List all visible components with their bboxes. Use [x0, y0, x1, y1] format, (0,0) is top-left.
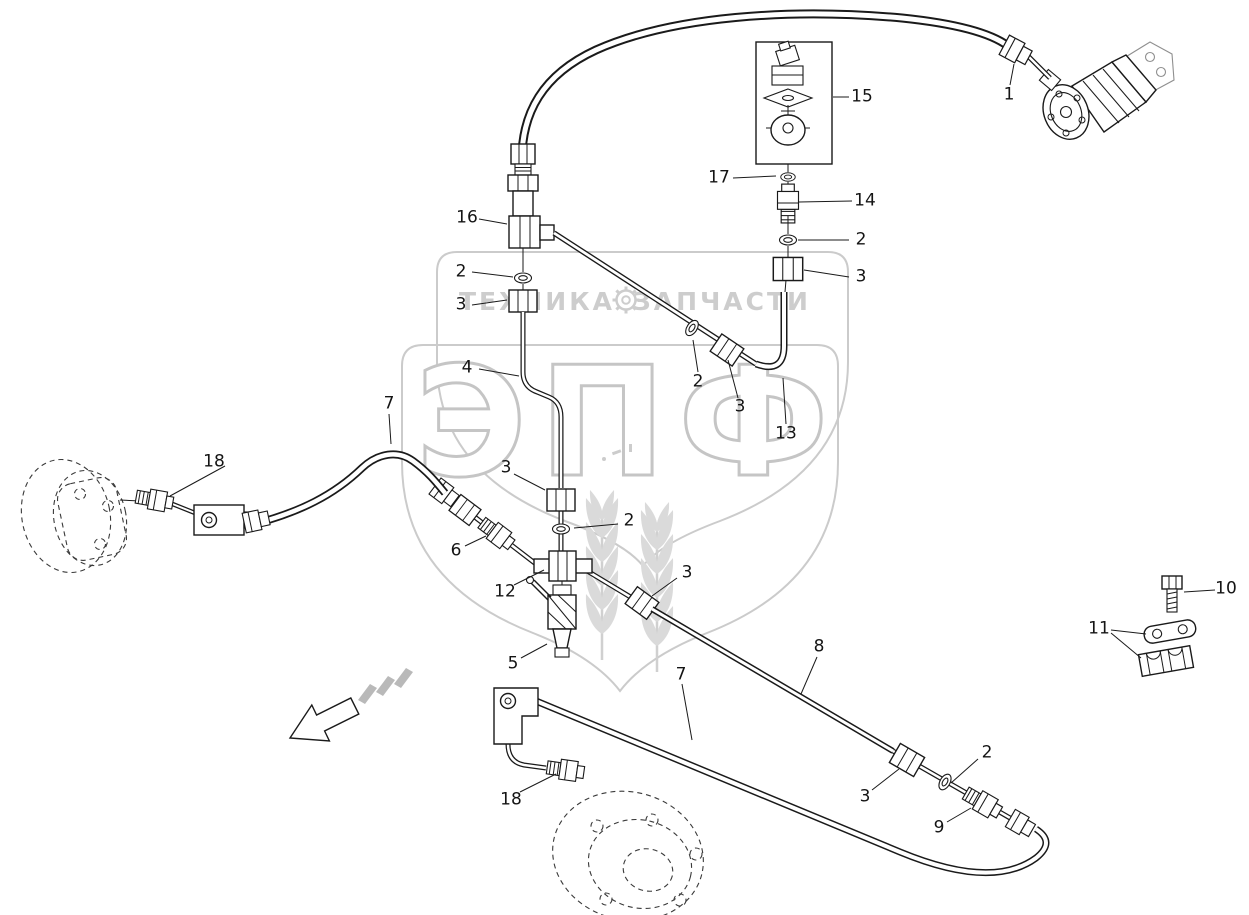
callout-12: 12	[494, 581, 516, 602]
left-fitting-column	[508, 248, 538, 313]
callout-3: 3	[681, 562, 693, 583]
callout-15: 15	[851, 86, 873, 107]
leader-lines	[169, 63, 1216, 823]
tee-fitting-16	[507, 143, 555, 249]
pipe-clamp-11	[1137, 619, 1197, 678]
callout-2: 2	[623, 510, 635, 531]
watermark-shield-upper	[436, 251, 849, 568]
callout-3: 3	[859, 786, 871, 807]
callout-2: 2	[455, 261, 467, 282]
watermark-shield-lower	[401, 344, 839, 693]
left-hose-7	[134, 450, 449, 536]
callout-2: 2	[692, 371, 704, 392]
callout-2: 2	[855, 229, 867, 250]
callout-14: 14	[854, 190, 876, 211]
solenoid-valve-kit-15	[755, 40, 833, 165]
callout-9: 9	[933, 817, 945, 838]
clamp-bolt-10	[1161, 575, 1183, 613]
callout-3: 3	[734, 396, 746, 417]
hose-8-chain	[650, 606, 1026, 829]
master-valve-part-1	[1038, 41, 1175, 140]
callout-16: 16	[456, 207, 478, 228]
callout-7: 7	[675, 664, 687, 685]
bottom-wheel-hub	[552, 790, 704, 915]
bottom-pipe-7	[493, 687, 1050, 877]
direction-arrow-icon	[288, 668, 413, 742]
callout-3: 3	[855, 266, 867, 287]
callout-5: 5	[507, 653, 519, 674]
callout-17: 17	[708, 167, 730, 188]
callout-3: 3	[455, 294, 467, 315]
cross-pipe-13	[552, 230, 788, 371]
watermark-marks	[602, 444, 632, 461]
cross-assembly-12	[428, 477, 660, 620]
callout-7: 7	[383, 393, 395, 414]
callout-6: 6	[450, 540, 462, 561]
steel-pipe-4	[520, 312, 564, 488]
top-hose	[517, 9, 1052, 167]
callout-8: 8	[813, 636, 825, 657]
gear-icon	[612, 286, 640, 314]
left-wheel-hub	[20, 458, 141, 574]
callout-10: 10	[1215, 578, 1237, 599]
callout-2: 2	[981, 742, 993, 763]
callout-18: 18	[203, 451, 225, 472]
callout-3: 3	[500, 457, 512, 478]
right-fitting-column	[772, 164, 804, 293]
callout-18: 18	[500, 789, 522, 810]
drain-valve-5	[525, 575, 577, 658]
callout-13: 13	[775, 423, 797, 444]
callout-1: 1	[1003, 84, 1015, 105]
callout-11: 11	[1088, 618, 1110, 639]
wheat-ears-watermark	[585, 490, 674, 672]
callout-4: 4	[461, 357, 473, 378]
